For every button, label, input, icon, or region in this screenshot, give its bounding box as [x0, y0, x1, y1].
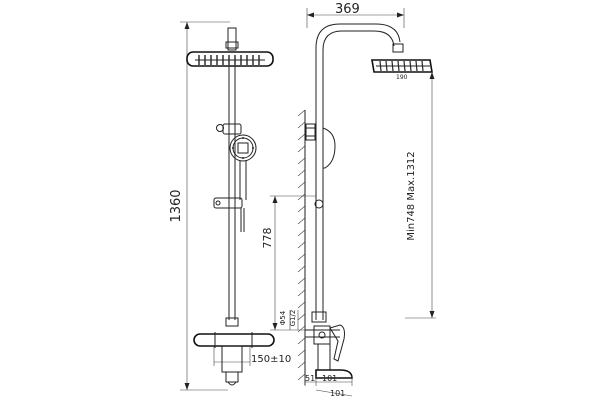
overhead-shower-side: 190 [371, 59, 433, 81]
spout-b-label: 101 [322, 374, 337, 383]
mixer-valve-side [305, 311, 353, 379]
riser-and-arm [315, 23, 404, 320]
arm-reach-label: 369 [335, 2, 360, 17]
riser-range-dimension: Min748 Max.1312 [405, 72, 436, 319]
front-view: 1360 [169, 21, 291, 391]
thread-label: G1/2 [289, 310, 297, 327]
height-dimension: 1360 [169, 21, 230, 391]
handshower-holder-front [213, 123, 257, 232]
pipe-diameter-label: Φ54 [279, 310, 287, 325]
arm-reach-dimension: 369 [306, 2, 405, 28]
side-view: 369 190 [261, 2, 436, 398]
handshower-side [304, 123, 336, 209]
mixer-valve-front [193, 317, 275, 386]
center-distance-dimension: 150±10 [213, 346, 291, 366]
spout-dimensions: 51 101 101 [304, 374, 353, 398]
wall-section [297, 109, 306, 385]
head-size-label: 190 [396, 74, 408, 81]
riser-pipe-front [228, 66, 236, 320]
slide-length-label: 778 [261, 228, 274, 249]
pipe-spec-labels: Φ54 G1/2 [279, 310, 299, 330]
center-distance-label: 150±10 [251, 354, 291, 365]
riser-range-label: Min748 Max.1312 [406, 151, 417, 240]
total-height-label: 1360 [169, 189, 184, 222]
spout-c-label: 101 [330, 389, 345, 398]
spout-a-label: 51 [305, 374, 315, 383]
slide-length-dimension: 778 [261, 195, 316, 331]
overhead-shower-front [186, 27, 274, 67]
